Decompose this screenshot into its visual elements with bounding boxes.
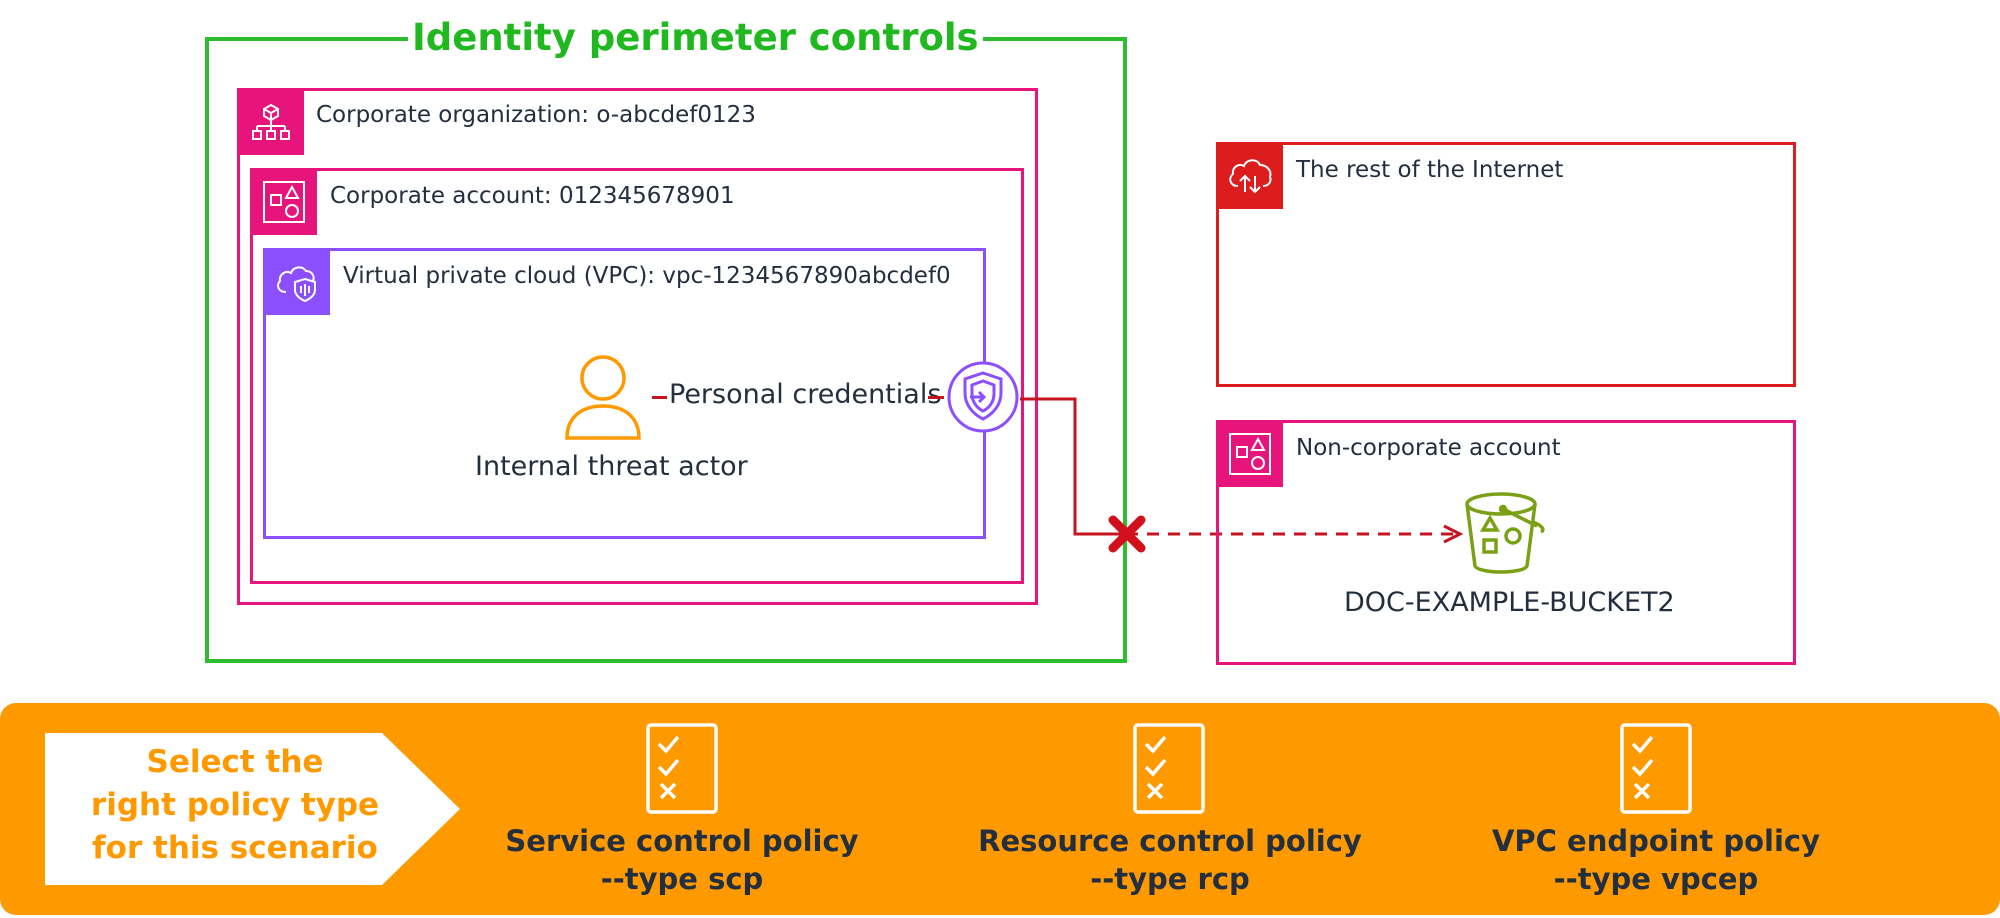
non-corporate-account-label: Non-corporate account	[1296, 435, 1561, 461]
policy-option-name: Service control policy	[505, 824, 859, 858]
internet-label: The rest of the Internet	[1296, 157, 1564, 183]
account-icon	[250, 168, 317, 235]
account-icon	[1216, 420, 1283, 487]
blocked-x-icon	[1107, 514, 1147, 554]
credentials-label: Personal credentials	[669, 379, 942, 410]
actor-label: Internal threat actor	[475, 451, 748, 482]
policy-option-name: Resource control policy	[978, 824, 1362, 858]
organization-icon	[237, 88, 304, 155]
internet-box	[1216, 142, 1796, 387]
non-corporate-account-box	[1216, 420, 1796, 665]
policy-option-cmd: --type scp	[600, 862, 764, 896]
policy-option-scp[interactable]: Service control policy --type scp	[472, 822, 892, 898]
corporate-account-box	[250, 168, 1024, 584]
credential-line-right	[928, 396, 944, 399]
bucket-label: DOC-EXAMPLE-BUCKET2	[1344, 587, 1675, 618]
policy-prompt: Select the right policy type for this sc…	[55, 741, 415, 870]
vpc-label: Virtual private cloud (VPC): vpc-1234567…	[343, 263, 951, 289]
policy-option-cmd: --type rcp	[1090, 862, 1250, 896]
prompt-line: for this scenario	[92, 830, 378, 866]
organization-box	[237, 88, 1038, 605]
policy-option-rcp[interactable]: Resource control policy --type rcp	[960, 822, 1380, 898]
policy-option-vpcep[interactable]: VPC endpoint policy --type vpcep	[1446, 822, 1866, 898]
checklist-icon	[1619, 722, 1693, 815]
vpc-cloud-shield-icon	[263, 248, 330, 315]
organization-label: Corporate organization: o-abcdef0123	[316, 102, 756, 128]
prompt-arrow-box	[45, 733, 461, 885]
policy-option-cmd: --type vpcep	[1553, 862, 1759, 896]
credential-line-left	[652, 396, 667, 399]
corporate-account-label: Corporate account: 012345678901	[330, 183, 735, 209]
policy-option-name: VPC endpoint policy	[1491, 824, 1821, 858]
perimeter-title: Identity perimeter controls	[408, 10, 983, 66]
prompt-line: right policy type	[90, 787, 380, 823]
user-icon	[563, 354, 643, 440]
s3-bucket-icon	[1463, 490, 1547, 576]
internet-cloud-icon	[1216, 142, 1283, 209]
checklist-icon	[645, 722, 719, 815]
prompt-line: Select the	[146, 744, 324, 780]
vpc-endpoint-icon	[946, 360, 1020, 434]
checklist-icon	[1132, 722, 1206, 815]
